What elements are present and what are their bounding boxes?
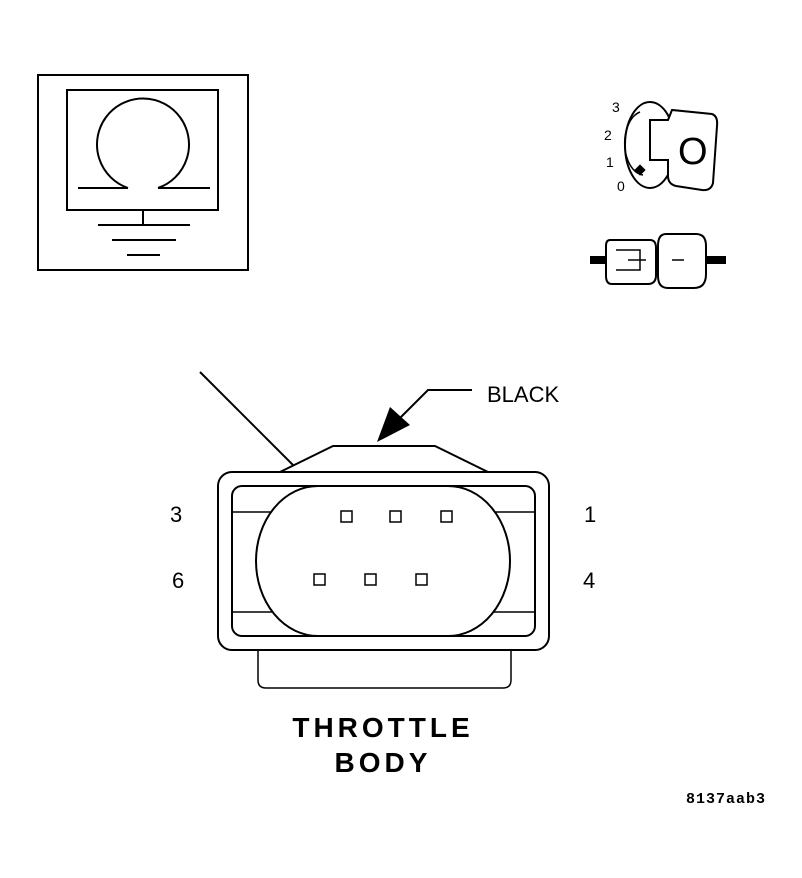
cavity-4 — [415, 573, 428, 586]
ignition-position-3: 3 — [612, 99, 620, 115]
cavity-2 — [389, 510, 402, 523]
cavity-6 — [313, 573, 326, 586]
color-callout: BLACK — [377, 382, 559, 442]
pin-label-4: 4 — [583, 568, 595, 593]
pin-label-3: 3 — [170, 502, 182, 527]
pin-label-6: 6 — [172, 568, 184, 593]
component-name-line1: THROTTLE — [292, 712, 473, 743]
ignition-key-off-icon: 3 2 1 0 O — [604, 99, 719, 194]
connector-disconnected-icon — [590, 233, 726, 289]
ohmmeter-ground-icon — [37, 74, 249, 271]
cavity-3 — [340, 510, 353, 523]
ignition-position-0: 0 — [617, 178, 625, 194]
ignition-position-1: 1 — [606, 154, 614, 170]
cavity-5 — [364, 573, 377, 586]
component-name-line2: BODY — [335, 747, 432, 778]
key-glyph: O — [678, 131, 708, 173]
throttle-body-connector — [217, 445, 550, 689]
connector-color-label: BLACK — [487, 382, 559, 407]
pin-label-1: 1 — [584, 502, 596, 527]
cavity-1 — [440, 510, 453, 523]
figure-code: 8137aab3 — [686, 791, 766, 808]
ignition-position-2: 2 — [604, 127, 612, 143]
